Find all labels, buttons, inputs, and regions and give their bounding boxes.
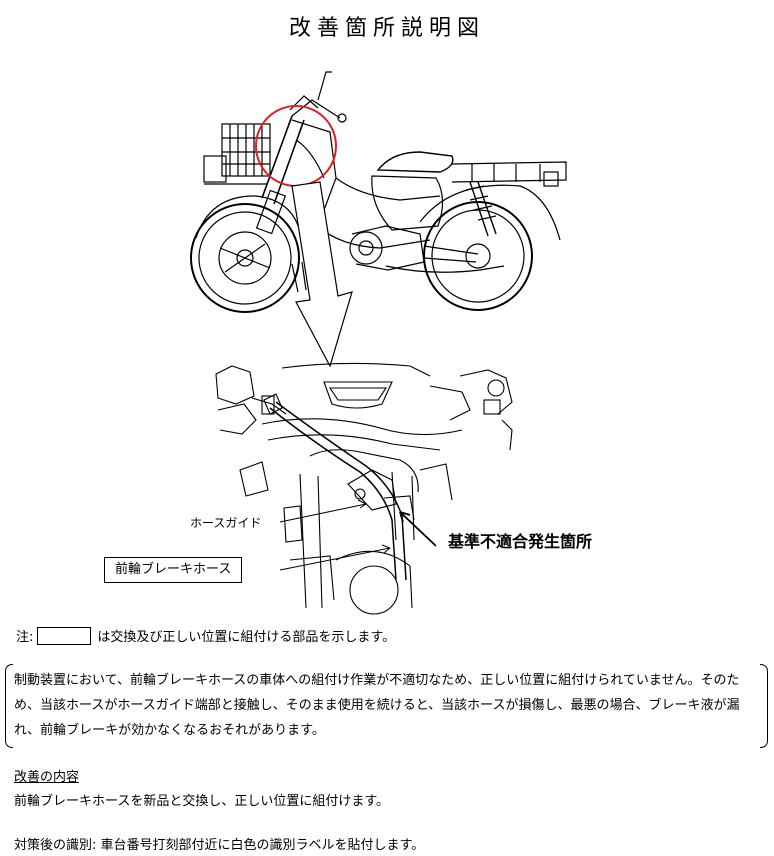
detail-view	[215, 362, 513, 615]
front-brake-hose-callout: 前輪ブレーキホース	[104, 557, 243, 583]
identification-text: 対策後の識別: 車台番号打刻部付近に白色の識別ラベルを貼付します。	[14, 838, 425, 853]
note-suffix: は交換及び正しい位置に組付ける部品を示します。	[97, 630, 396, 645]
hose-guide-callout: ホースガイド	[190, 516, 262, 530]
description-bracket-left	[5, 664, 13, 748]
highlight-circle	[255, 105, 337, 187]
defect-description: 制動装置において、前輪ブレーキホースの車体への組付け作業が不適切なため、正しい位…	[14, 673, 740, 738]
legend-note: 注: は交換及び正しい位置に組付ける部品を示します。	[16, 626, 395, 645]
motorcycle-illustration	[190, 71, 567, 615]
nonconformity-location-callout: 基準不適合発生箇所	[448, 532, 593, 551]
leader-lines	[279, 499, 437, 571]
description-bracket-right	[760, 664, 768, 748]
legend-box	[37, 626, 92, 645]
improvement-body: 前輪ブレーキホースを新品と交換し、正しい位置に組付けます。	[14, 794, 390, 809]
motorcycle-side-view	[190, 71, 567, 313]
improvement-heading: 改善の内容	[14, 770, 80, 785]
note-prefix: 注:	[16, 630, 34, 645]
pointer-arrow	[291, 181, 353, 368]
page-title: 改善箇所説明図	[288, 16, 485, 41]
